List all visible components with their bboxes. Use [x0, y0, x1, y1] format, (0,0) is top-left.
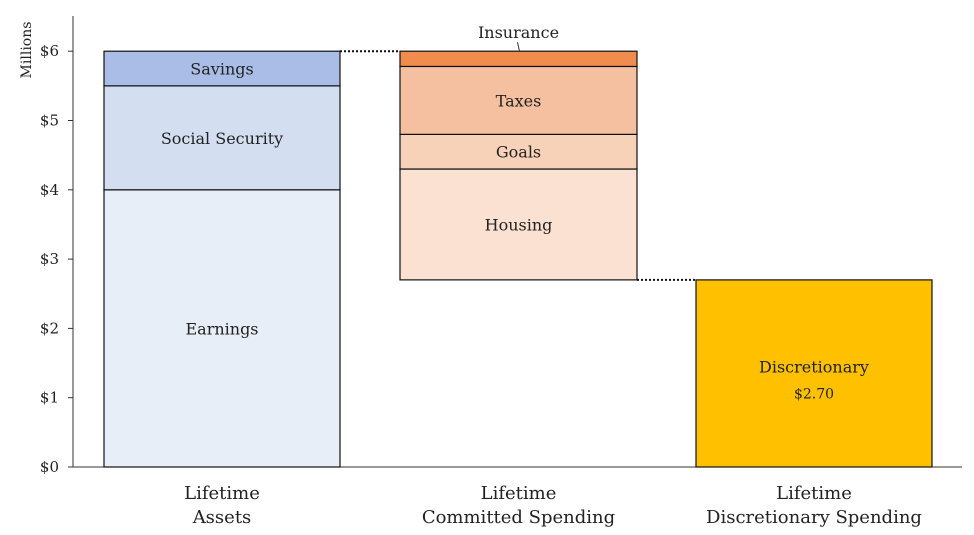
segment-savings	[103, 50, 341, 87]
segment-earnings	[103, 189, 341, 468]
segment-label-discretionary: Discretionary	[759, 357, 869, 376]
category-label-line1: Lifetime	[184, 483, 260, 504]
category-label-line1: Lifetime	[481, 483, 557, 504]
leader-line-insurance	[517, 42, 520, 52]
category-label-line2: Committed Spending	[422, 507, 615, 528]
y-tick-label: $0	[40, 458, 59, 476]
segment-label-taxes: Taxes	[496, 91, 542, 110]
value-label-discretionary: $2.70	[794, 386, 834, 402]
segment-label-insurance: Insurance	[478, 23, 559, 42]
y-tick-label: $2	[40, 319, 59, 337]
segment-label-savings: Savings	[190, 60, 253, 79]
segment-discretionary	[695, 279, 933, 468]
y-axis-title: Millions	[19, 22, 35, 79]
category-label-line2: Assets	[192, 507, 252, 528]
y-tick-label: $6	[40, 42, 59, 60]
segments	[103, 50, 933, 468]
segment-insurance	[399, 50, 638, 68]
category-label-line2: Discretionary Spending	[706, 507, 922, 528]
y-tick-label: $5	[40, 112, 59, 130]
segment-label-social-security: Social Security	[161, 129, 283, 148]
category-label-line1: Lifetime	[776, 483, 852, 504]
segment-goals	[399, 133, 638, 170]
segment-taxes	[399, 65, 638, 135]
y-tick-label: $4	[40, 181, 59, 199]
segment-label-housing: Housing	[485, 215, 553, 234]
y-tick-label: $1	[40, 389, 59, 407]
y-tick-label: $3	[40, 250, 59, 268]
segment-label-earnings: Earnings	[185, 319, 258, 338]
segment-housing	[399, 168, 638, 281]
connectors	[340, 50, 696, 281]
segment-label-goals: Goals	[496, 143, 541, 162]
